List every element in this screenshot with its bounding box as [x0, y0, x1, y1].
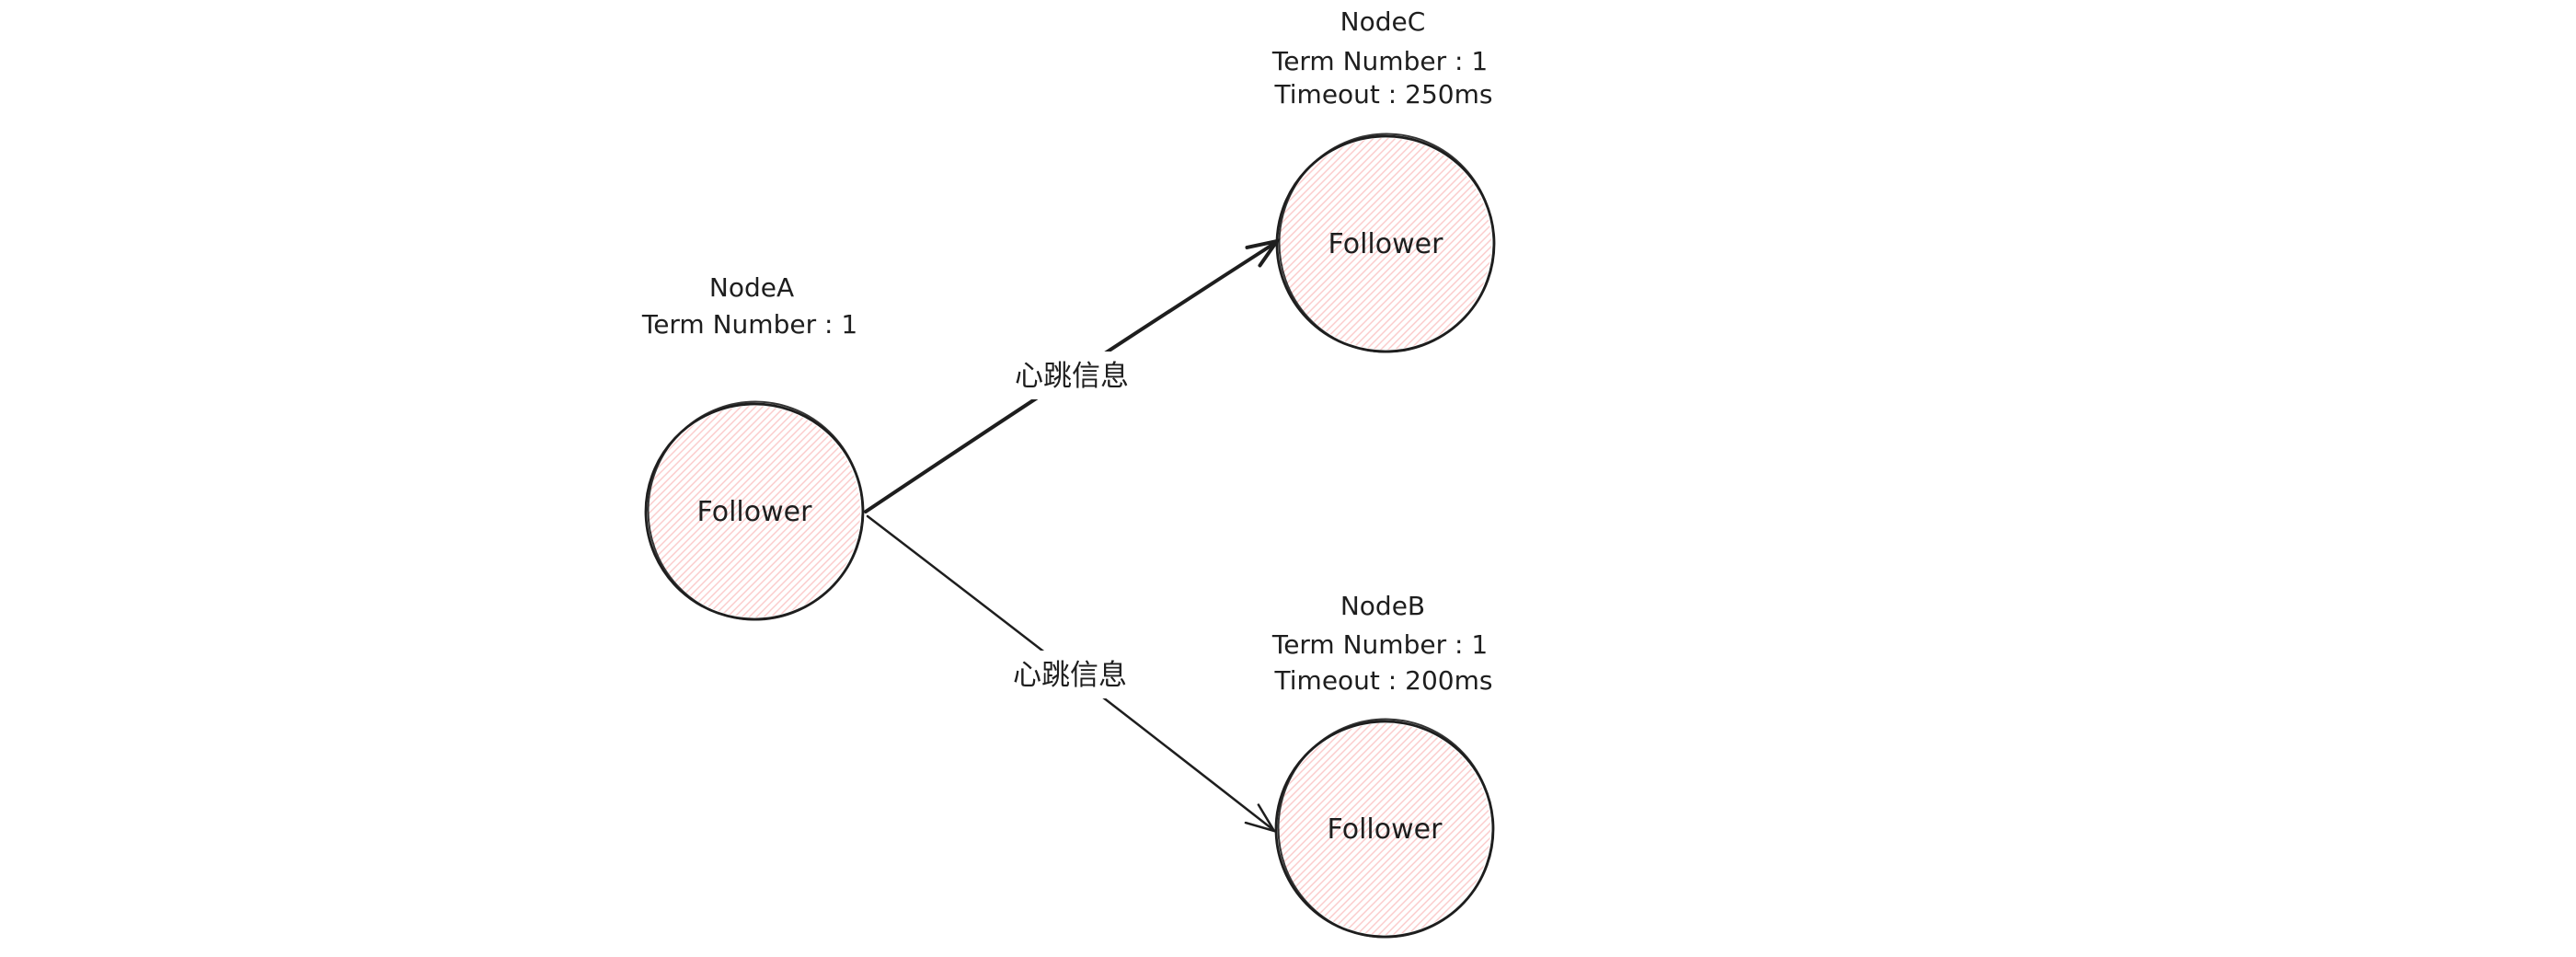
node-b-title-block: NodeB Term Number : 1 Timeout : 200ms — [1271, 591, 1493, 696]
node-b-state-label: Follower — [1328, 813, 1443, 846]
edge-a-to-b-label: 心跳信息 — [1013, 659, 1127, 691]
node-b-term: Term Number : 1 — [1271, 629, 1488, 660]
node-a-term: Term Number : 1 — [641, 309, 857, 340]
node-c-title-block: NodeC Term Number : 1 Timeout : 250ms — [1271, 6, 1493, 110]
node-c-title: NodeC — [1340, 6, 1426, 37]
node-c-circle — [1275, 133, 1496, 353]
node-c: NodeC Term Number : 1 Timeout : 250ms Fo… — [1271, 6, 1496, 353]
node-a-circle — [644, 400, 865, 621]
node-c-state-label: Follower — [1328, 228, 1444, 260]
edge-a-to-c-label-bg — [1003, 352, 1141, 399]
node-a: NodeA Term Number : 1 Follower — [641, 272, 865, 621]
node-c-term: Term Number : 1 — [1271, 46, 1488, 76]
edge-a-to-b: 心跳信息 — [866, 514, 1277, 834]
edge-a-to-c: 心跳信息 — [864, 237, 1282, 513]
node-b-title: NodeB — [1340, 591, 1425, 621]
node-c-timeout: Timeout : 250ms — [1274, 79, 1493, 110]
node-a-title: NodeA — [709, 272, 794, 303]
node-b-timeout: Timeout : 200ms — [1274, 665, 1493, 696]
node-b: NodeB Term Number : 1 Timeout : 200ms Fo… — [1271, 591, 1495, 939]
node-b-circle — [1274, 718, 1495, 939]
edge-a-to-c-label: 心跳信息 — [1015, 360, 1129, 392]
edge-a-to-b-arrowhead-icon — [1244, 803, 1277, 834]
edge-a-to-b-label-bg — [1001, 651, 1139, 698]
node-a-title-block: NodeA Term Number : 1 — [641, 272, 857, 340]
node-a-state-label: Follower — [697, 496, 813, 528]
